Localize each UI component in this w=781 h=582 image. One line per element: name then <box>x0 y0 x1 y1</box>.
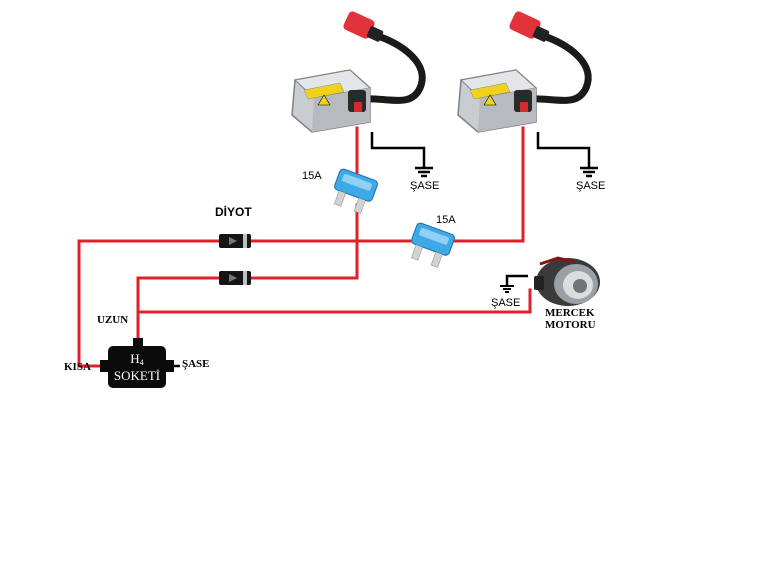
ground-wire-motor <box>505 274 528 286</box>
svg-text:H4: H4 <box>130 351 143 367</box>
ground-ballast-right-label: ŞASE <box>576 180 605 192</box>
fuse-icon <box>333 168 378 214</box>
diode-icon <box>219 234 251 248</box>
wire-fuse1-down <box>248 203 359 280</box>
ground-icon <box>415 166 433 178</box>
ground-ballast-left-label: ŞASE <box>410 180 439 192</box>
socket-icon <box>100 338 174 388</box>
socket-label-sub: 4 <box>140 358 144 367</box>
wire-uzun <box>136 276 222 348</box>
ground-socket-label: ŞASE <box>182 358 210 370</box>
socket-label-h: H <box>130 351 139 366</box>
ground-wire-right <box>536 132 591 168</box>
ground-wire-left <box>370 132 426 168</box>
kisa-label: KISA <box>64 361 91 373</box>
ground-icon <box>500 285 514 293</box>
uzun-label: UZUN <box>97 314 128 326</box>
diode-icon <box>219 271 251 285</box>
wire-right-ballast-feed <box>453 126 525 243</box>
ground-icon <box>580 166 598 178</box>
fuse-right-label: 15A <box>436 214 456 226</box>
wire-kisa <box>77 239 222 368</box>
diode-label: DİYOT <box>215 204 252 219</box>
fuse-icon <box>410 222 455 268</box>
red-wires <box>77 126 532 368</box>
motor-label-line2: MOTORU <box>545 319 596 331</box>
socket-label-soketi: SOKETİ <box>114 368 160 383</box>
motor-label-line1: MERCEK <box>545 307 595 319</box>
projector-motor-icon <box>534 256 600 306</box>
ballast-icon <box>291 11 426 133</box>
ballast-icon <box>457 11 592 133</box>
ground-wires <box>166 132 591 368</box>
ground-motor-label: ŞASE <box>491 297 520 309</box>
fuse-left-label: 15A <box>302 170 322 182</box>
wire-motor <box>136 288 532 314</box>
